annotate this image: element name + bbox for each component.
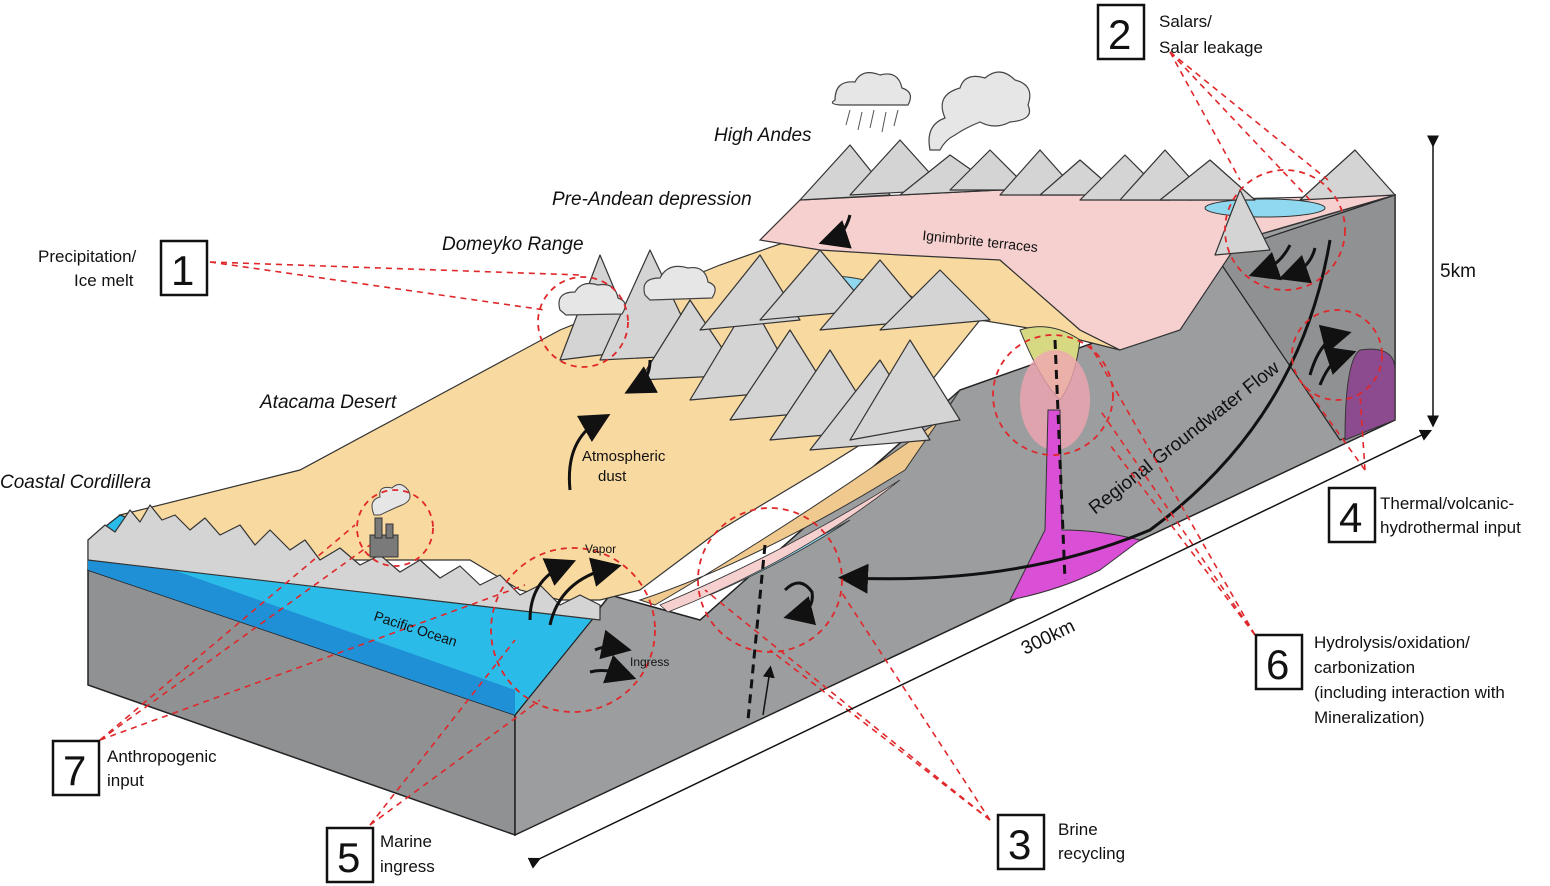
label-domeyko: Domeyko Range bbox=[442, 234, 584, 255]
high-andes-range bbox=[799, 139, 1396, 256]
svg-text:input: input bbox=[107, 771, 144, 790]
svg-text:Brine: Brine bbox=[1058, 820, 1098, 839]
process-box-7: 7 Anthropogenic input bbox=[51, 739, 217, 797]
volcanic-plume bbox=[928, 71, 1031, 151]
svg-text:2: 2 bbox=[1108, 11, 1131, 58]
label-atmospheric: Atmospheric bbox=[582, 448, 666, 465]
salar-lake-altiplano bbox=[1204, 198, 1326, 218]
process-box-6: 6 Hydrolysis/oxidation/ carbonization (i… bbox=[1254, 633, 1505, 727]
svg-text:carbonization: carbonization bbox=[1314, 658, 1415, 677]
svg-text:Hydrolysis/oxidation/: Hydrolysis/oxidation/ bbox=[1314, 633, 1470, 652]
ring-precipitation bbox=[537, 276, 629, 368]
cloud-domeyko-right bbox=[643, 265, 716, 301]
process-box-5: 5 Marine ingress bbox=[325, 826, 435, 884]
arrow-domeyko-down bbox=[624, 359, 658, 394]
ring-hydrolysis bbox=[992, 334, 1114, 456]
magma-chamber-right bbox=[1344, 348, 1396, 441]
scale-length-label: 300km bbox=[1018, 616, 1078, 660]
svg-text:1: 1 bbox=[171, 247, 194, 294]
process-box-4: 4 Thermal/volcanic- hydrothermal input bbox=[1327, 486, 1521, 544]
svg-text:Salars/: Salars/ bbox=[1159, 12, 1212, 31]
svg-text:recycling: recycling bbox=[1058, 844, 1125, 863]
scale-height-label: 5km bbox=[1440, 261, 1476, 282]
cloud-domeyko-left bbox=[558, 282, 626, 316]
svg-text:6: 6 bbox=[1266, 641, 1289, 688]
ring-salars bbox=[1224, 169, 1346, 291]
svg-text:5: 5 bbox=[337, 834, 360, 881]
svg-text:Salar leakage: Salar leakage bbox=[1159, 38, 1263, 57]
label-coastal: Coastal Cordillera bbox=[0, 472, 151, 493]
label-dust: dust bbox=[598, 468, 627, 485]
pacific-ocean-side bbox=[88, 540, 515, 715]
arrow-thermal-1 bbox=[1308, 324, 1352, 376]
svg-text:ingress: ingress bbox=[380, 857, 435, 876]
label-high-andes: High Andes bbox=[714, 125, 812, 146]
svg-text:Ice melt: Ice melt bbox=[74, 271, 134, 290]
label-ingress: Ingress bbox=[630, 655, 669, 669]
svg-text:Marine: Marine bbox=[380, 832, 432, 851]
process-box-3: 3 Brine recycling bbox=[996, 813, 1125, 871]
ring-thermal bbox=[1291, 309, 1383, 401]
arrow-salar-2 bbox=[1278, 247, 1317, 284]
svg-text:Thermal/volcanic-: Thermal/volcanic- bbox=[1380, 494, 1514, 513]
label-atacama: Atacama Desert bbox=[259, 392, 397, 413]
hydrothermal-halo bbox=[1020, 350, 1090, 450]
svg-text:Mineralization): Mineralization) bbox=[1314, 708, 1425, 727]
label-vapor: Vapor bbox=[585, 542, 616, 556]
arrow-salar-1 bbox=[1248, 244, 1292, 281]
svg-text:4: 4 bbox=[1339, 494, 1362, 541]
cloud-andes bbox=[831, 72, 912, 106]
process-box-1: 1 Precipitation/ Ice melt bbox=[38, 239, 209, 297]
domeyko-range bbox=[559, 249, 991, 451]
label-pre-andean: Pre-Andean depression bbox=[552, 189, 752, 210]
arrow-andes-down bbox=[818, 214, 852, 249]
svg-text:hydrothermal input: hydrothermal input bbox=[1380, 518, 1521, 537]
svg-text:(including interaction with: (including interaction with bbox=[1314, 683, 1505, 702]
scale-bar-length bbox=[527, 429, 1433, 869]
process-box-2: 2 Salars/ Salar leakage bbox=[1096, 3, 1263, 61]
arrow-thermal-2 bbox=[1318, 346, 1357, 386]
svg-text:Anthropogenic: Anthropogenic bbox=[107, 747, 217, 766]
rain-andes bbox=[845, 109, 899, 133]
svg-text:Precipitation/: Precipitation/ bbox=[38, 247, 137, 266]
ring-anthropogenic bbox=[356, 489, 434, 567]
svg-text:7: 7 bbox=[63, 747, 86, 794]
svg-text:3: 3 bbox=[1008, 821, 1031, 868]
